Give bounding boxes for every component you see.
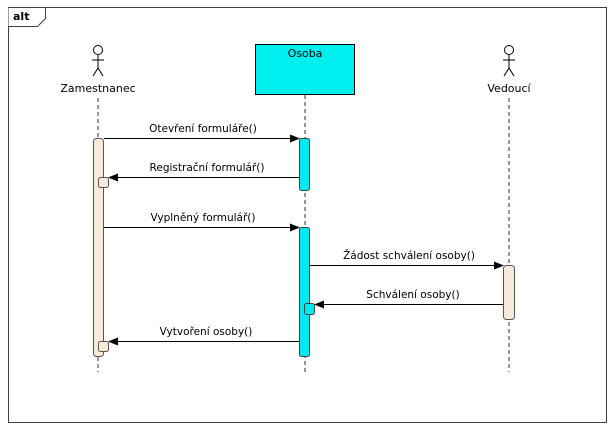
message-registracni-formular[interactable]: Registrační formulář() (108, 162, 299, 182)
stick-figure-icon (92, 45, 104, 77)
alt-fragment-frame (8, 7, 607, 423)
object-name-osoba: Osoba (288, 47, 323, 60)
activation-osoba-1 (299, 138, 310, 191)
alt-operator-label: alt (13, 10, 29, 23)
message-schvaleni-osoby[interactable]: Schválení osoby() (314, 289, 503, 309)
activation-osoba-nested (304, 303, 315, 315)
message-label: Schválení osoby() (366, 289, 459, 301)
actor-name-zamestnanec: Zamestnanec (60, 82, 135, 95)
actor-zamestnanec[interactable]: Zamestnanec (60, 45, 136, 96)
message-label: Vytvoření osoby() (160, 326, 253, 338)
actor-name-vedouci: Vedoucí (487, 82, 531, 95)
actor-vedouci[interactable]: Vedoucí (487, 45, 532, 96)
activation-osoba-2 (299, 227, 310, 357)
activation-zamestnanec-nested-2 (98, 341, 109, 352)
message-label: Otevření formuláře() (149, 123, 257, 135)
message-label: Registrační formulář() (150, 162, 265, 174)
message-vytvoreni-osoby[interactable]: Vytvoření osoby() (108, 326, 299, 346)
object-box-osoba (255, 44, 355, 95)
message-vyplneny-formular[interactable]: Vyplněný formulář() (104, 212, 300, 232)
message-zadost-schvaleni-osoby[interactable]: Žádost schválení osoby() (310, 249, 504, 270)
activation-vedouci (503, 265, 515, 320)
alt-fragment-tab (8, 7, 46, 27)
message-label: Žádost schválení osoby() (343, 249, 475, 262)
activation-zamestnanec (93, 138, 104, 357)
stick-figure-icon (503, 45, 515, 77)
message-otevreni-formulare[interactable]: Otevření formuláře() (104, 123, 300, 143)
message-label: Vyplněný formulář() (150, 212, 255, 224)
object-osoba[interactable]: Osoba (255, 44, 355, 95)
activation-zamestnanec-nested-1 (98, 177, 109, 188)
